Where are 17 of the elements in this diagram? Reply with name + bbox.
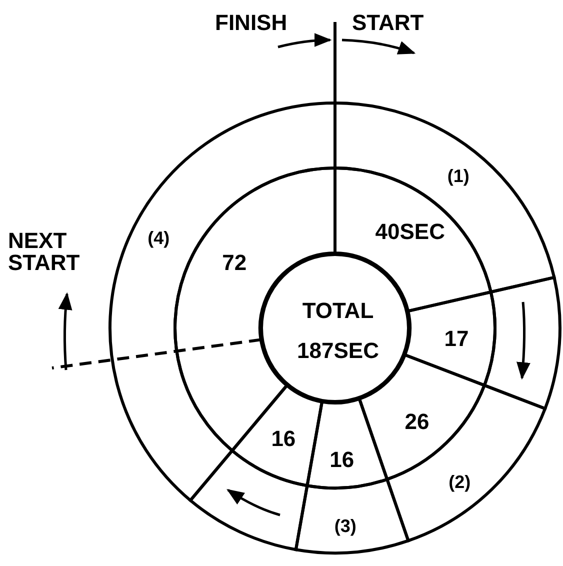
duration-text: 16 [271, 426, 296, 451]
ring-sector [385, 383, 548, 543]
ring-sector [188, 448, 310, 552]
duration-text: 40SEC [375, 220, 445, 244]
marker-label: FINISH [215, 12, 288, 34]
phase-number: (1) [447, 164, 470, 188]
phase-number: (3) [334, 514, 356, 538]
duration-text: 72 [222, 250, 247, 275]
marker-label: NEXT START [8, 230, 81, 274]
total-time-text: TOTAL 187SEC [296, 297, 380, 365]
duration-text: 17 [444, 326, 469, 351]
duration-text: 16 [330, 448, 354, 472]
phase-number: (2) [448, 470, 471, 494]
duration-text: 26 [404, 410, 430, 434]
ring-sector [482, 275, 562, 411]
marker-label: START [352, 12, 424, 34]
phase-number: (4) [148, 227, 170, 250]
